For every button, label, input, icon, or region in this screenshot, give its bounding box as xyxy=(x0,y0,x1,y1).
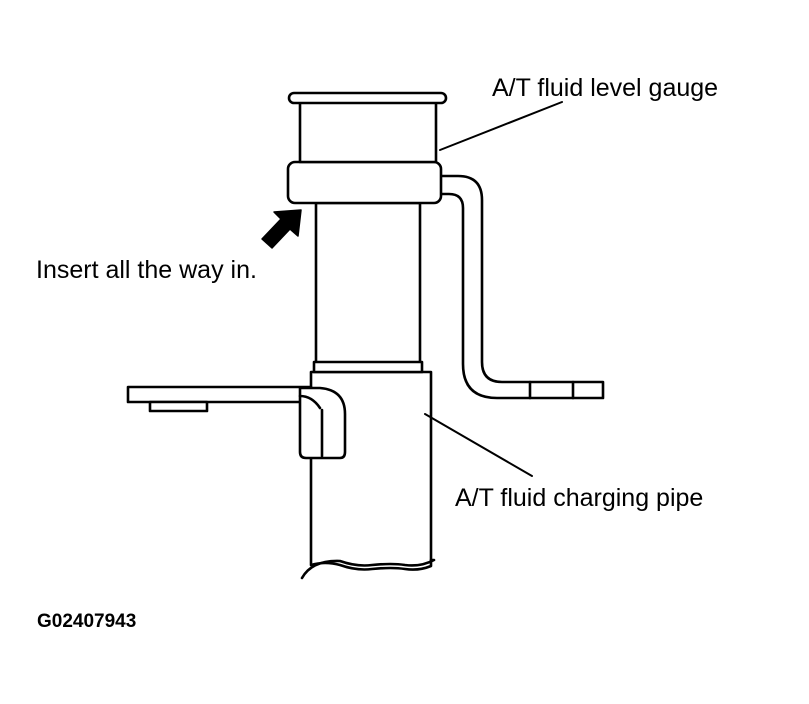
pipe-label: A/T fluid charging pipe xyxy=(455,484,703,512)
mounting-bracket xyxy=(126,385,347,460)
pipe-leader-line xyxy=(424,413,533,477)
insert-direction-arrow-icon xyxy=(261,209,302,249)
gauge-handle-tube xyxy=(438,174,605,400)
gauge-collar xyxy=(286,160,443,205)
gauge-rod xyxy=(312,201,424,374)
gauge-leader-line xyxy=(439,101,563,151)
gauge-label: A/T fluid level gauge xyxy=(492,74,718,102)
gauge-cap xyxy=(287,91,448,164)
instruction-label: Insert all the way in. xyxy=(36,256,257,284)
figure-id: G02407943 xyxy=(37,611,136,632)
